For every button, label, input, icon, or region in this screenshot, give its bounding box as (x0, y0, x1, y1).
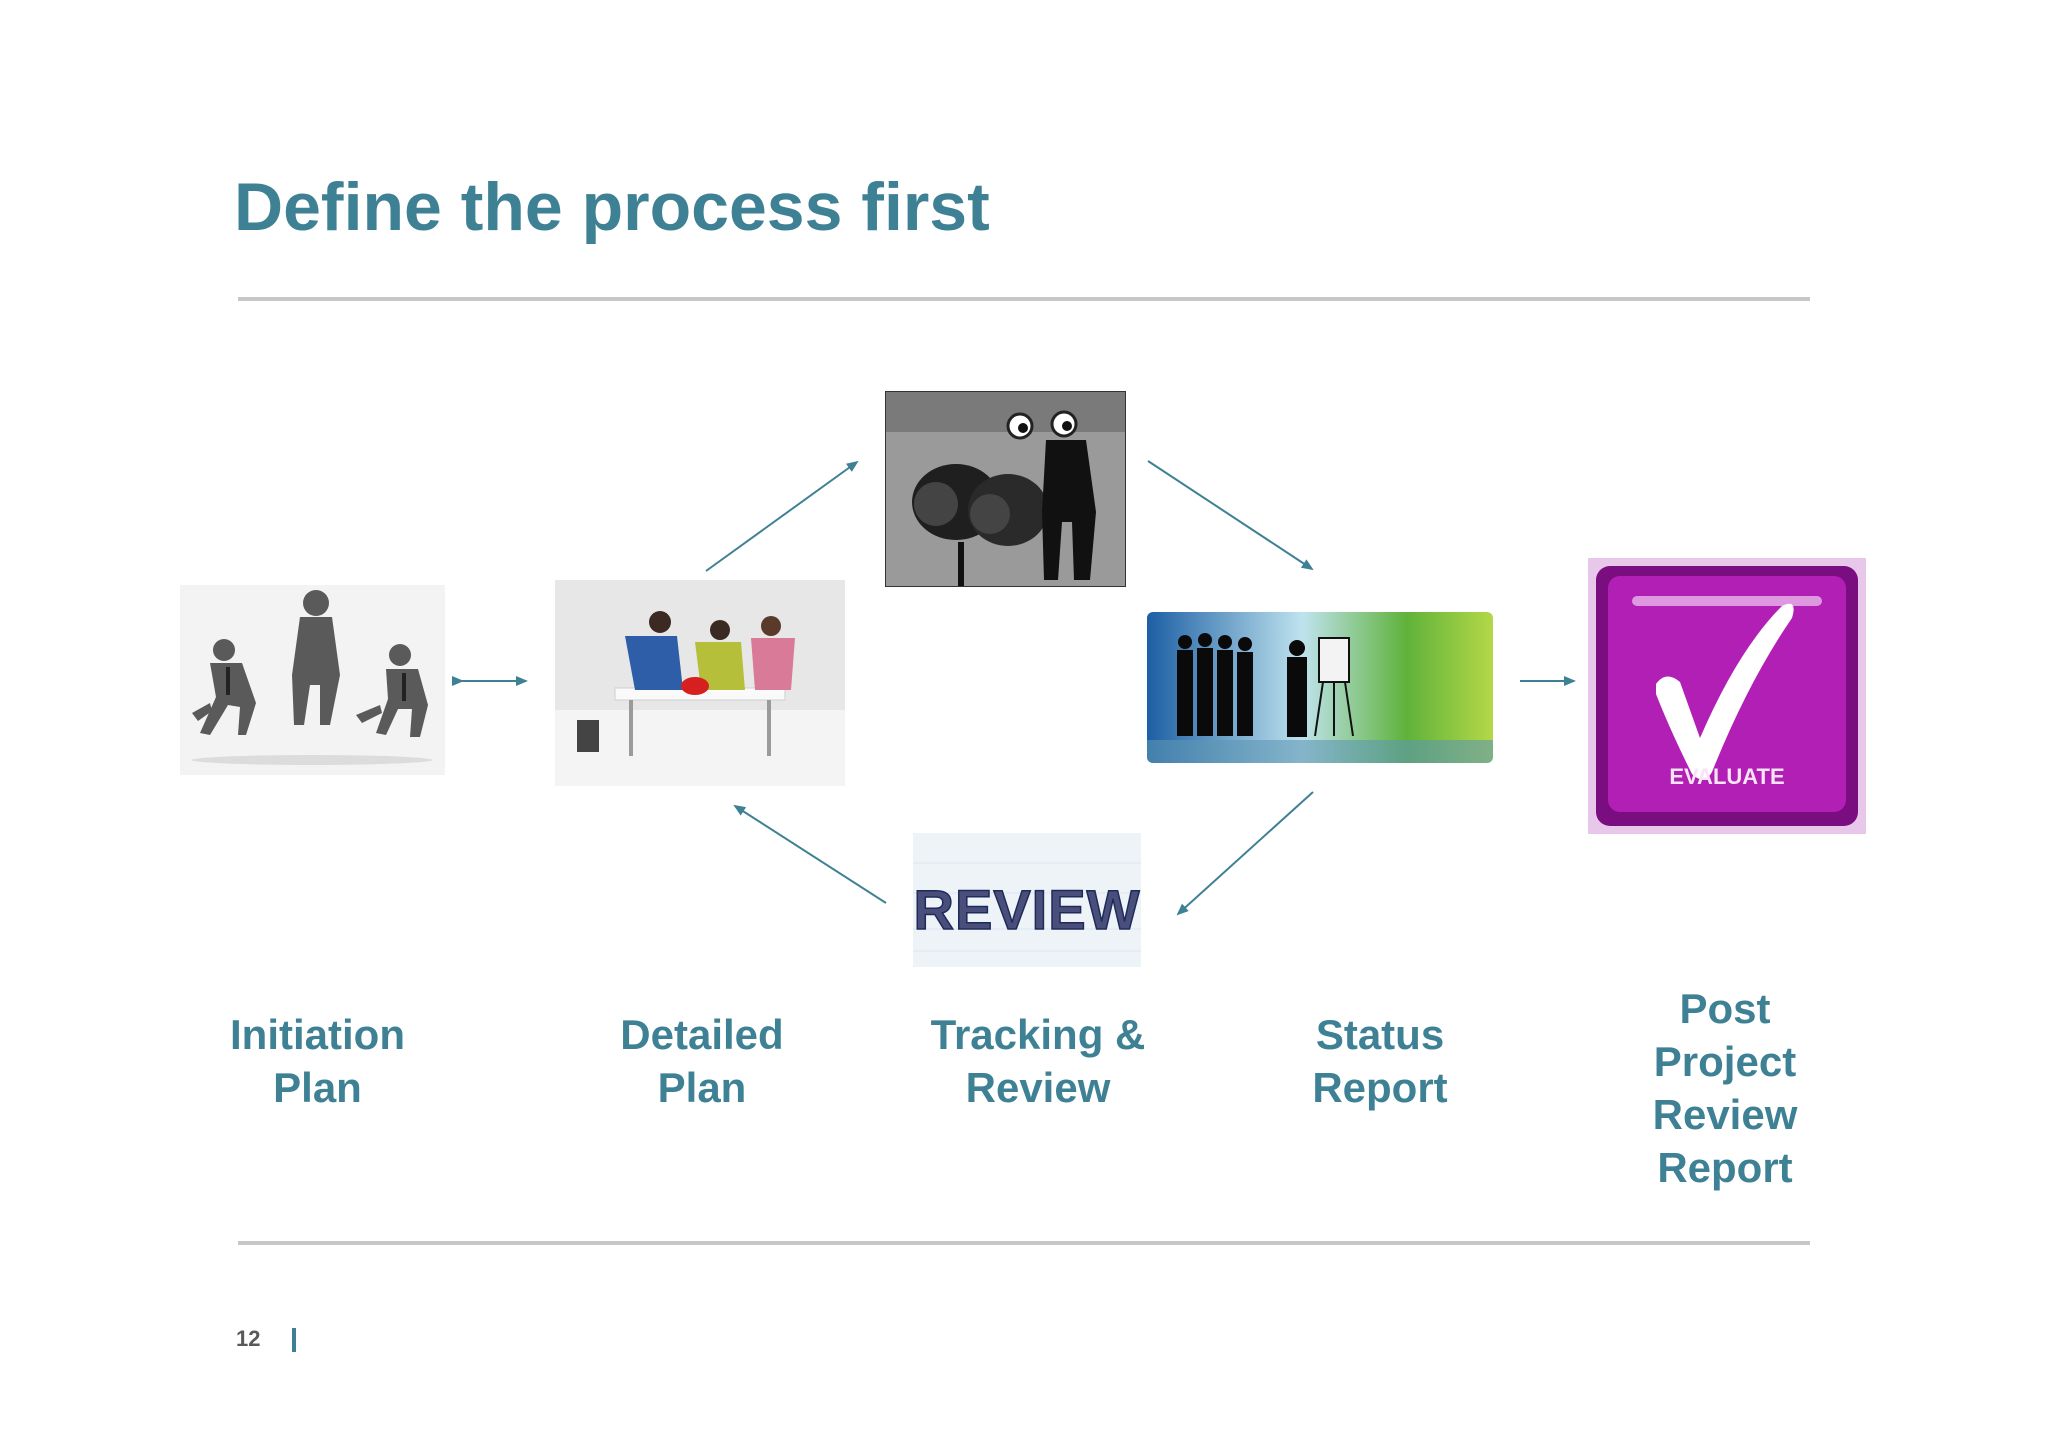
presentation-silhouettes-icon (1147, 612, 1493, 763)
stage-label-status: Status Report (1312, 1011, 1448, 1111)
stage-label-initiation: Initiation Plan (230, 1011, 405, 1111)
page-number-bar (292, 1328, 296, 1352)
evaluate-text: EVALUATE (1669, 764, 1784, 789)
review-word-icon: REVIEW (913, 833, 1141, 967)
top-divider (238, 297, 1810, 301)
team-planning-table-icon (555, 580, 845, 786)
arrow-detailed-binoculars (705, 460, 859, 572)
page-number: 12 (236, 1326, 261, 1351)
slide-title: Define the process first (234, 169, 990, 245)
review-image: REVIEW (913, 833, 1141, 967)
arrow-binoculars-status (1147, 460, 1314, 571)
people-starting-line-icon (180, 585, 445, 775)
initiation-plan-image (180, 585, 445, 775)
stage-label-detailed: Detailed Plan (620, 1011, 784, 1111)
detailed-plan-image (555, 580, 845, 786)
arrow-status-review (1176, 791, 1314, 916)
binoculars-people-icon (886, 392, 1125, 586)
arrow-review-detailed (733, 804, 887, 904)
stage-label-tracking: Tracking & Review (930, 1011, 1146, 1111)
review-text: REVIEW (914, 878, 1141, 941)
evaluate-image: EVALUATE (1588, 558, 1866, 834)
stage-label-post: Post Project Review Report (1652, 985, 1798, 1191)
evaluate-checkmark-icon: EVALUATE (1588, 558, 1866, 834)
bottom-divider (238, 1241, 1810, 1245)
binoculars-image (885, 391, 1126, 587)
status-report-image (1147, 612, 1493, 763)
